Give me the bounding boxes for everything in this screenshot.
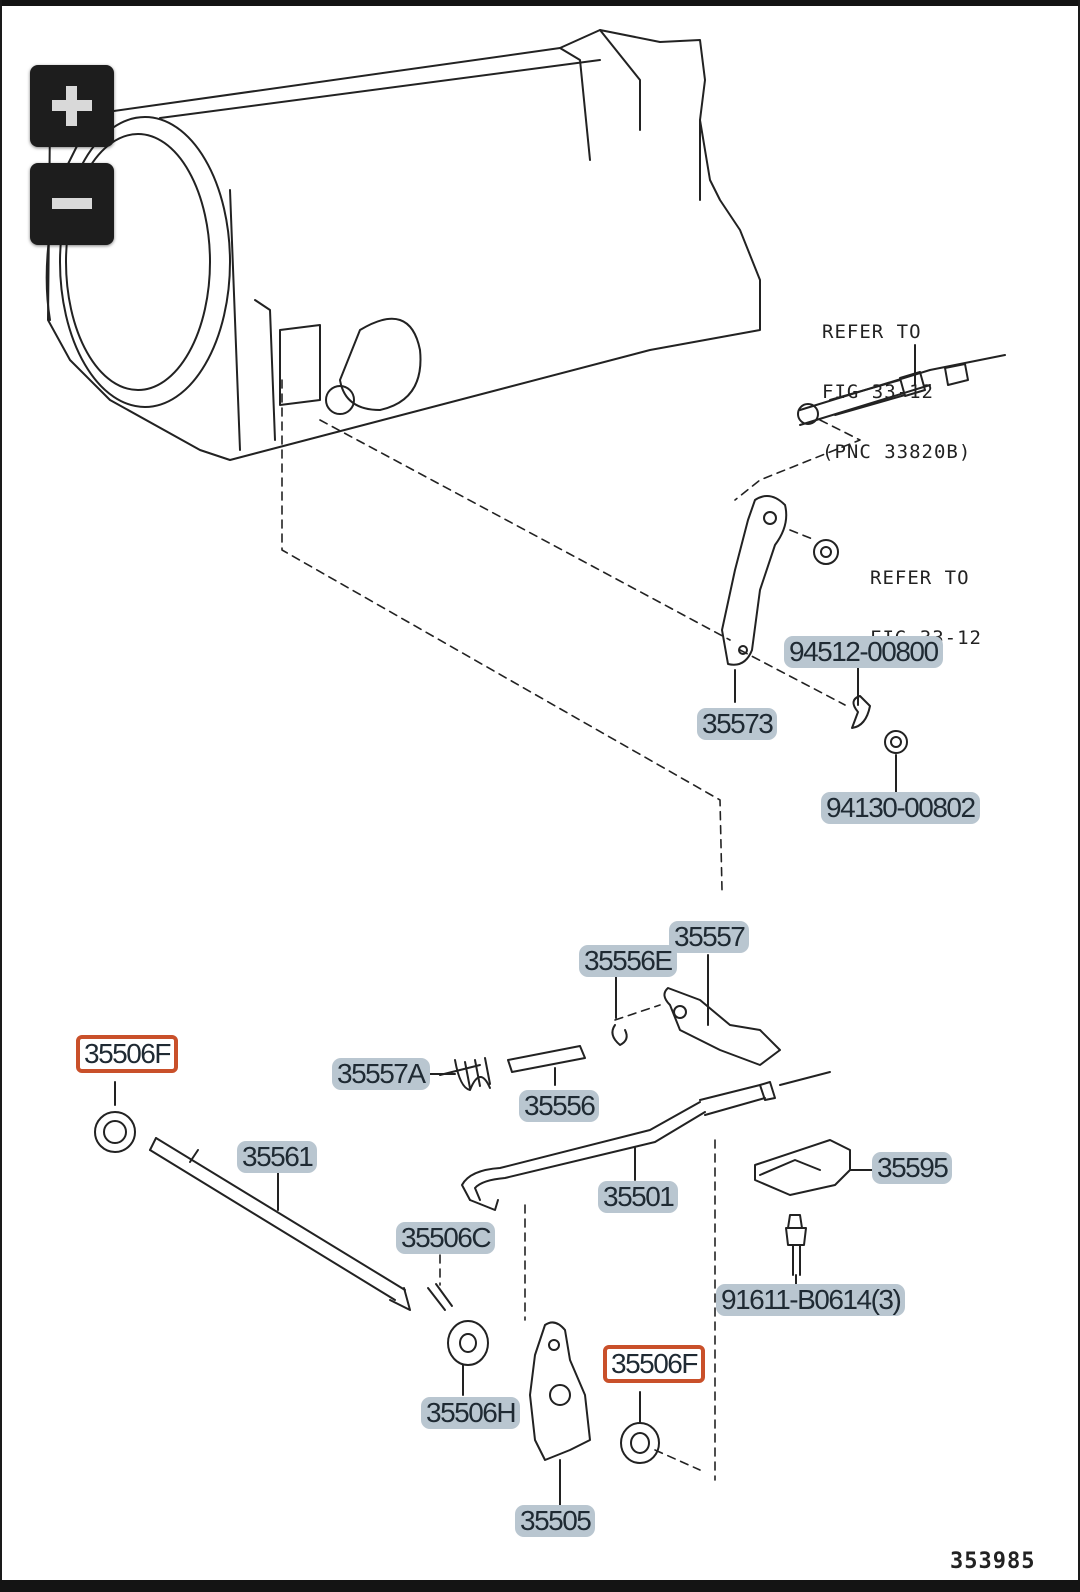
detent-lever-drawing xyxy=(439,987,781,1091)
part-label-35505[interactable]: 35505 xyxy=(515,1505,596,1537)
bottom-border xyxy=(0,1580,1080,1592)
reference-line-2: FIG 33-12 xyxy=(822,381,934,403)
bracket-drawing xyxy=(754,1139,851,1276)
top-border xyxy=(0,0,1080,6)
shift-cable-drawing xyxy=(797,354,1006,426)
lever-35573-drawing xyxy=(721,495,908,754)
part-label-35557[interactable]: 35557 xyxy=(669,921,750,953)
part-label-35501[interactable]: 35501 xyxy=(598,1181,679,1213)
transmission-housing-drawing xyxy=(45,29,761,461)
solid-leaders xyxy=(114,344,916,1506)
figure-number: 353985 xyxy=(950,1549,1036,1574)
part-label-35506H[interactable]: 35506H xyxy=(421,1397,521,1429)
part-label-94130-00802[interactable]: 94130-00802 xyxy=(821,792,980,824)
left-border xyxy=(0,0,2,1592)
small-parts-drawing xyxy=(427,1283,660,1464)
part-label-35556[interactable]: 35556 xyxy=(519,1090,600,1122)
zoom-in-button[interactable] xyxy=(30,65,114,147)
right-border xyxy=(1078,0,1080,1592)
part-label-35556E[interactable]: 35556E xyxy=(579,945,677,977)
part-label-35595[interactable]: 35595 xyxy=(872,1152,953,1184)
dashed-leaders xyxy=(281,379,861,1481)
zoom-out-button[interactable] xyxy=(30,163,114,245)
part-label-35561[interactable]: 35561 xyxy=(237,1141,318,1173)
reference-line-3: (PNC 33820B) xyxy=(822,441,972,463)
part-label-35506F-highlighted[interactable]: 35506F xyxy=(603,1345,705,1383)
manual-shaft-drawing xyxy=(94,1111,411,1311)
part-label-35506F-highlighted[interactable]: 35506F xyxy=(76,1035,178,1073)
part-label-35573[interactable]: 35573 xyxy=(697,708,778,740)
part-label-91611-B0614[interactable]: 91611-B0614(3) xyxy=(716,1284,906,1316)
reference-line-1: REFER TO xyxy=(822,321,922,343)
part-label-35557A[interactable]: 35557A xyxy=(332,1058,430,1090)
part-label-94512-00800[interactable]: 94512-00800 xyxy=(784,636,943,668)
reference-line-1: REFER TO xyxy=(870,567,970,589)
reference-note-cable: REFER TO FIG 33-12 (PNC 33820B) xyxy=(822,282,971,482)
control-rod-drawing xyxy=(461,1071,831,1211)
part-label-35506C[interactable]: 35506C xyxy=(396,1222,496,1254)
